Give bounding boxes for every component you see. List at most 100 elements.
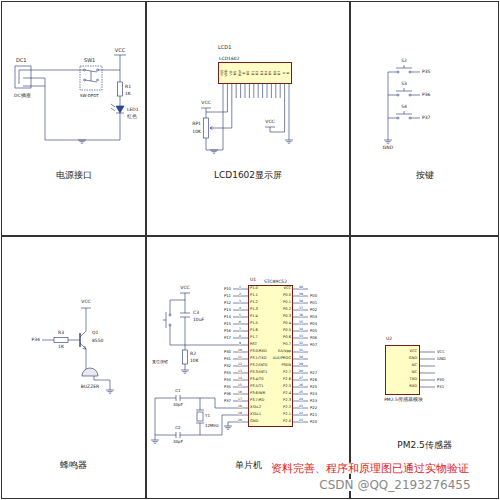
pin-name: P2.0 (283, 420, 291, 424)
pin-name: NC (412, 364, 417, 368)
pin-line (275, 84, 276, 98)
pin-line (233, 415, 248, 416)
part-label: R3 (58, 331, 64, 336)
pin-number: 25 (299, 390, 303, 393)
capacitor-symbol (176, 395, 180, 438)
pin-name: P3.0/RXD (250, 350, 267, 354)
pin-number: 28 (299, 369, 303, 372)
push-button-symbol (409, 71, 411, 73)
panel-caption: 按键 (416, 171, 434, 180)
pin-line (293, 408, 308, 409)
pin-name: P3.2/INT0 (250, 364, 267, 368)
net-label: P13 (224, 308, 231, 312)
pin-name: P0.2 (283, 308, 291, 312)
pin-line (420, 373, 435, 374)
pin-number: 3 (239, 299, 241, 302)
switch-symbol (97, 79, 99, 81)
wire (42, 308, 110, 390)
pin-name: VO (230, 71, 233, 76)
pin-number: 24 (299, 397, 303, 400)
net-label: P22 (310, 406, 317, 410)
watermark: CSDN @QQ_2193276455 (319, 479, 470, 491)
net-label: VCC (81, 300, 90, 305)
pin-line (293, 352, 308, 353)
net-label: P24 (310, 392, 317, 396)
pin-name: D5 (270, 71, 273, 76)
pin-number: 16 (238, 390, 242, 393)
panel-caption: LCD1602显示屏 (214, 171, 282, 180)
pin-line (267, 84, 268, 98)
pin-name: P3.6/WR (250, 392, 265, 396)
net-label: P33 (224, 371, 231, 375)
pin-line (233, 331, 248, 332)
pin-name: P2.4 (283, 392, 291, 396)
wire (31, 70, 120, 140)
pin-name: D2 (257, 71, 260, 76)
switch-symbol (85, 70, 97, 82)
net-label: VCC (115, 48, 125, 53)
pin-line (293, 422, 308, 423)
net-label: P34 (224, 378, 231, 382)
pin-name: RST (250, 343, 257, 347)
circuit-panel: LCD1602显示屏LCD1602 (146, 1, 350, 236)
pin-name: VCC (284, 287, 291, 291)
pin-line (249, 84, 250, 98)
net-label: P31 (224, 357, 231, 361)
pin-line (236, 84, 237, 98)
pin-number: 11 (238, 355, 242, 358)
net-label: P23 (310, 399, 317, 403)
ground-symbol (384, 140, 392, 143)
part-label: 12MHz (205, 424, 219, 428)
led-symbol (111, 104, 124, 113)
circuit-panel: PM2.5传感器PM2.5传感器模块 (350, 236, 499, 499)
pin-number: 26 (299, 383, 303, 386)
part-label: C2 (175, 426, 180, 430)
net-label: P05 (310, 329, 317, 333)
ground-symbol (181, 370, 189, 373)
transistor-symbol (79, 333, 80, 347)
pin-name: GND (250, 420, 258, 424)
part-label: 复位按键 (152, 360, 168, 364)
pin-name: D1 (252, 71, 255, 76)
transistor-symbol (83, 346, 86, 349)
buzzer-symbol (82, 368, 98, 376)
panel-caption: 电源接口 (56, 171, 92, 180)
net-label: P04 (310, 322, 317, 326)
pin-name: PSEN (282, 364, 291, 368)
push-button-symbol (397, 94, 399, 96)
pin-number: 30 (299, 355, 303, 358)
pin-name: E (243, 72, 246, 74)
part-name: STC89C52 (264, 280, 287, 285)
net-label: P00 (310, 294, 317, 298)
pin-name: P2.1 (283, 413, 291, 417)
part-label: Y1 (205, 414, 210, 418)
pin-line (293, 331, 308, 332)
pin-line (240, 84, 241, 98)
pin-line (293, 338, 308, 339)
watermark: 资料完善、程序和原理图已通过实物验证 (271, 463, 469, 474)
pin-line (231, 84, 232, 98)
pin-line (233, 324, 248, 325)
part-label: U2 (386, 337, 392, 342)
pin-line (293, 296, 308, 297)
push-button-symbol (409, 94, 411, 96)
pin-number: 34 (299, 327, 303, 330)
push-button-symbol (397, 117, 399, 119)
pin-name: VCC (410, 350, 417, 354)
pin-name: D3 (261, 71, 264, 76)
pin-name: P1.7 (250, 336, 258, 340)
circuit-panel: 蜂鸣器 (1, 236, 146, 499)
pin-line (233, 359, 248, 360)
wire (155, 398, 233, 440)
pin-name: EA/Vpp (278, 350, 291, 354)
pin-line (233, 310, 248, 311)
pin-line (420, 380, 435, 381)
panel-caption: 单片机 (235, 461, 262, 470)
part-label: 10K (190, 359, 199, 364)
pin-line (420, 359, 435, 360)
pin-number: 13 (238, 369, 242, 372)
pin-line (233, 345, 248, 346)
pin-name: P2.6 (283, 378, 291, 382)
pin-name: TXD (410, 378, 417, 382)
net-label: P30 (224, 350, 231, 354)
